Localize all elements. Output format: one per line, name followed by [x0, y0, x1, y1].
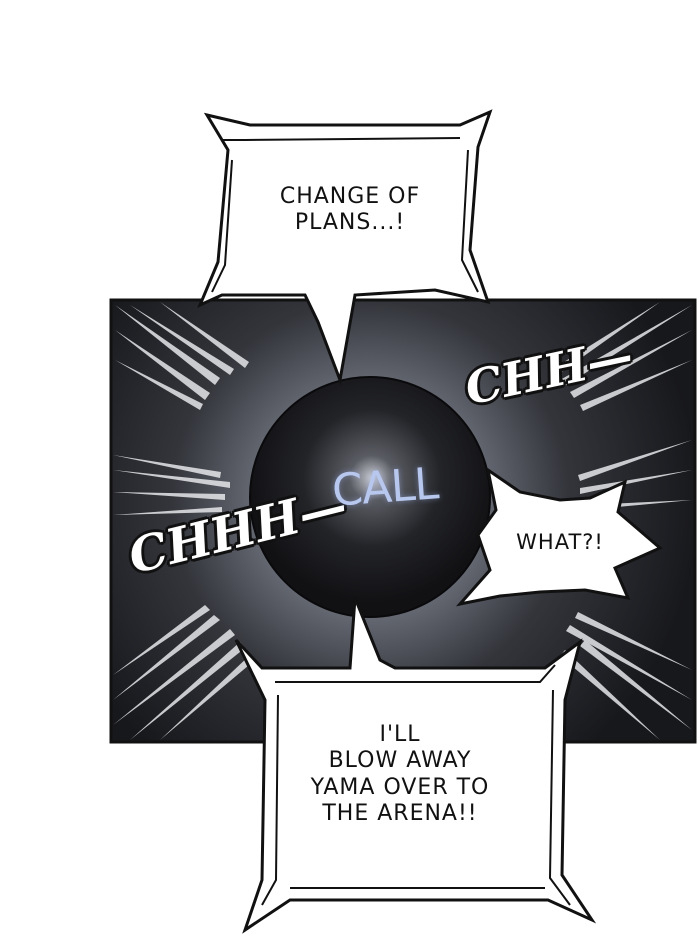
bottom-bubble-text: I'LL BLOW AWAY YAMA OVER TO THE ARENA!! [275, 722, 525, 828]
right-shout-bubble [455, 466, 663, 607]
bottom-bubble-line: THE ARENA!! [322, 801, 478, 827]
bottom-bubble-line: YAMA OVER TO [310, 774, 490, 800]
top-bubble-line: PLANS...! [294, 210, 406, 236]
bottom-bubble-line: I'LL [379, 722, 421, 747]
orb [249, 376, 491, 618]
speed-lines [113, 302, 692, 740]
bottom-speech-bubble [234, 597, 597, 934]
top-speech-bubble [197, 109, 493, 386]
top-bubble-text: CHANGE OF PLANS...! [240, 184, 460, 237]
top-bubble-line: CHANGE OF [279, 184, 421, 209]
orb-call-label: CALL [330, 458, 440, 517]
right-bubble-text: WHAT?! [516, 530, 604, 554]
bottom-bubble-line: BLOW AWAY [328, 748, 472, 774]
